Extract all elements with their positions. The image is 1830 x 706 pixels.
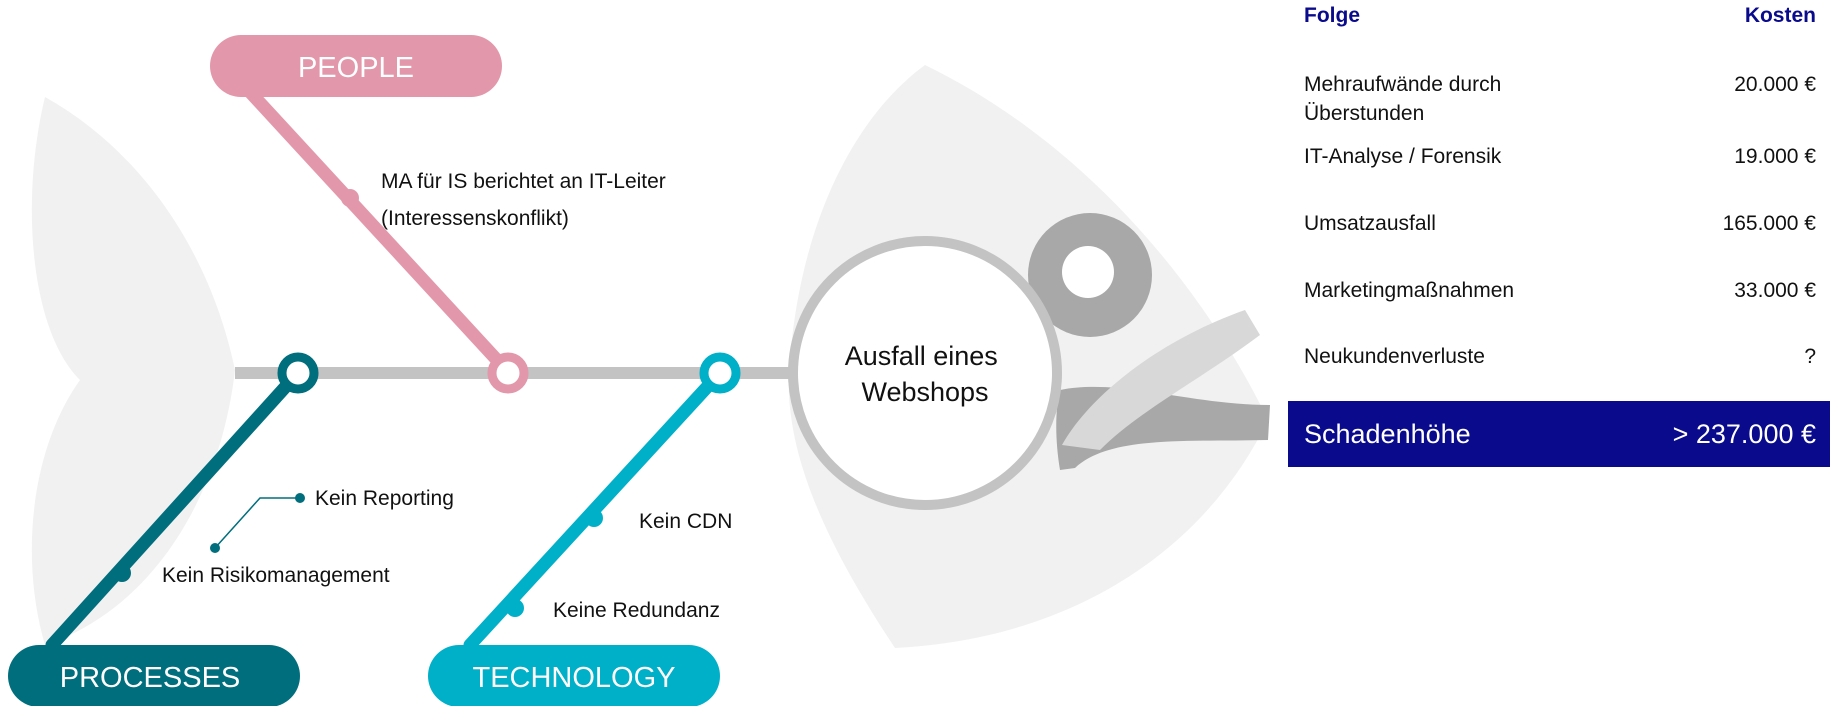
category-technology: TECHNOLOGY [428,645,720,706]
reporting-leader [214,497,300,549]
cost-label: Marketingmaßnahmen [1304,279,1515,302]
category-processes: PROCESSES [8,645,300,706]
cost-label: Mehraufwände durch Überstunden [1304,73,1502,125]
cost-row: IT-Analyse / Forensik 19.000 € [1304,142,1816,171]
cause-label-people: MA für IS berichtet an IT-Leiter (Intere… [381,170,672,230]
reporting-leader-end [295,493,305,503]
svg-text:TECHNOLOGY: TECHNOLOGY [472,662,675,694]
technology-junction [699,352,741,394]
fishbone-diagram: Ausfall eines Webshops PEOPLE PROCESSES … [8,35,1270,706]
svg-text:PROCESSES: PROCESSES [60,662,241,694]
processes-cause-dot [113,564,131,582]
cost-row: Marketingmaßnahmen 33.000 € [1304,276,1816,305]
cost-row: Umsatzausfall 165.000 € [1304,209,1816,238]
processes-bone [45,366,305,652]
people-bone [243,85,515,379]
category-people: PEOPLE [210,35,502,97]
problem-text: Ausfall eines Webshops [845,341,1006,407]
cost-label: IT-Analyse / Forensik [1304,145,1502,168]
cause-label-redundancy: Keine Redundanz [553,599,720,622]
cost-row: Neukundenverluste ? [1304,342,1816,371]
fish-fin [1062,310,1260,450]
cost-value: 19.000 € [1734,145,1816,168]
fish-eye-pupil [1062,246,1114,298]
cost-value: 20.000 € [1734,73,1816,96]
people-cause-dot [341,189,359,207]
total-row: Schadenhöhe > 237.000 € [1288,401,1830,467]
problem-circle [788,236,1062,510]
cost-label: Umsatzausfall [1304,212,1436,235]
header-folge: Folge [1304,4,1360,27]
technology-cause-dot-2 [506,599,524,617]
cause-label-cdn: Kein CDN [639,510,732,533]
technology-cause-dot-1 [585,509,603,527]
cost-table: Folge Kosten Mehraufwände durch Überstun… [1288,0,1830,480]
processes-junction [277,352,319,394]
header-kosten: Kosten [1744,4,1816,27]
cost-row: Mehraufwände durch Überstunden 20.000 € [1304,70,1816,128]
cost-value: 33.000 € [1734,279,1816,302]
reporting-leader-start [210,543,220,553]
cost-table-header: Folge Kosten [1304,4,1816,28]
cost-label: Neukundenverluste [1304,345,1485,368]
cause-label-risk: Kein Risikomanagement [162,564,390,587]
people-junction [487,352,529,394]
total-label: Schadenhöhe [1304,418,1471,449]
cost-value: ? [1804,345,1816,368]
svg-text:PEOPLE: PEOPLE [298,52,414,84]
cause-label-reporting: Kein Reporting [315,487,454,510]
cost-value: 165.000 € [1722,212,1816,235]
total-value: > 237.000 € [1672,418,1816,449]
